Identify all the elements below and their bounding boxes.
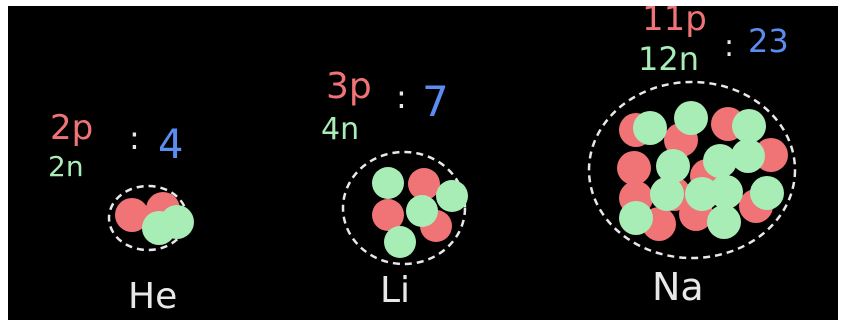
he-neutron-2 [160, 205, 194, 239]
helium-symbol: He [128, 276, 177, 317]
he-proton-1 [115, 198, 149, 232]
lithium-colon: : [396, 78, 407, 116]
helium-particles [115, 192, 194, 245]
lithium-nucleus [341, 150, 468, 266]
li-neutron-2 [436, 180, 468, 212]
na-neutron-2 [674, 101, 708, 135]
na-neutron-5 [703, 144, 737, 178]
na-neutron-12 [707, 205, 741, 239]
li-neutron-3 [406, 195, 438, 227]
atom-lithium: 3p 4n : 7 Li [321, 66, 468, 311]
helium-neutrons-label: 2n [48, 150, 84, 183]
na-neutron-8 [650, 177, 684, 211]
sodium-nucleus [587, 80, 797, 260]
na-neutron-6 [731, 139, 765, 173]
na-neutron-4 [656, 149, 690, 183]
sodium-mass-number: 23 [748, 22, 789, 60]
lithium-symbol: Li [380, 270, 410, 311]
li-proton-2 [372, 199, 404, 231]
na-neutron-11 [619, 201, 653, 235]
sodium-protons-label: 11p [642, 6, 707, 39]
helium-mass-number: 4 [158, 122, 183, 168]
lithium-neutrons-label: 4n [321, 112, 359, 147]
li-neutron-4 [384, 226, 416, 258]
sodium-nucleus-outline [587, 80, 797, 260]
sodium-symbol: Na [652, 265, 704, 309]
na-neutron-1 [633, 111, 667, 145]
na-neutron-10 [709, 175, 743, 209]
helium-protons-label: 2p [50, 108, 93, 148]
diagram-canvas: 2p 2n : 4 He 3p 4n : 7 Li 11p 12n [8, 6, 838, 320]
lithium-nucleus-outline [341, 150, 467, 266]
helium-colon: : [129, 119, 140, 157]
nuclei-diagram: 2p 2n : 4 He 3p 4n : 7 Li 11p 12n [48, 6, 797, 317]
sodium-colon: : [724, 29, 734, 64]
na-neutron-3 [732, 109, 766, 143]
atom-helium: 2p 2n : 4 He [48, 108, 194, 317]
lithium-protons-label: 3p [326, 66, 372, 107]
lithium-mass-number: 7 [422, 77, 449, 126]
li-neutron-1 [372, 167, 404, 199]
na-proton-5 [617, 151, 651, 185]
helium-nucleus [107, 184, 194, 252]
li-proton-1 [408, 168, 440, 200]
atom-sodium: 11p 12n : 23 Na [587, 6, 797, 309]
na-neutron-9 [750, 176, 784, 210]
sodium-neutrons-label: 12n [638, 40, 699, 78]
sodium-particles [617, 101, 788, 241]
lithium-particles [372, 167, 468, 258]
